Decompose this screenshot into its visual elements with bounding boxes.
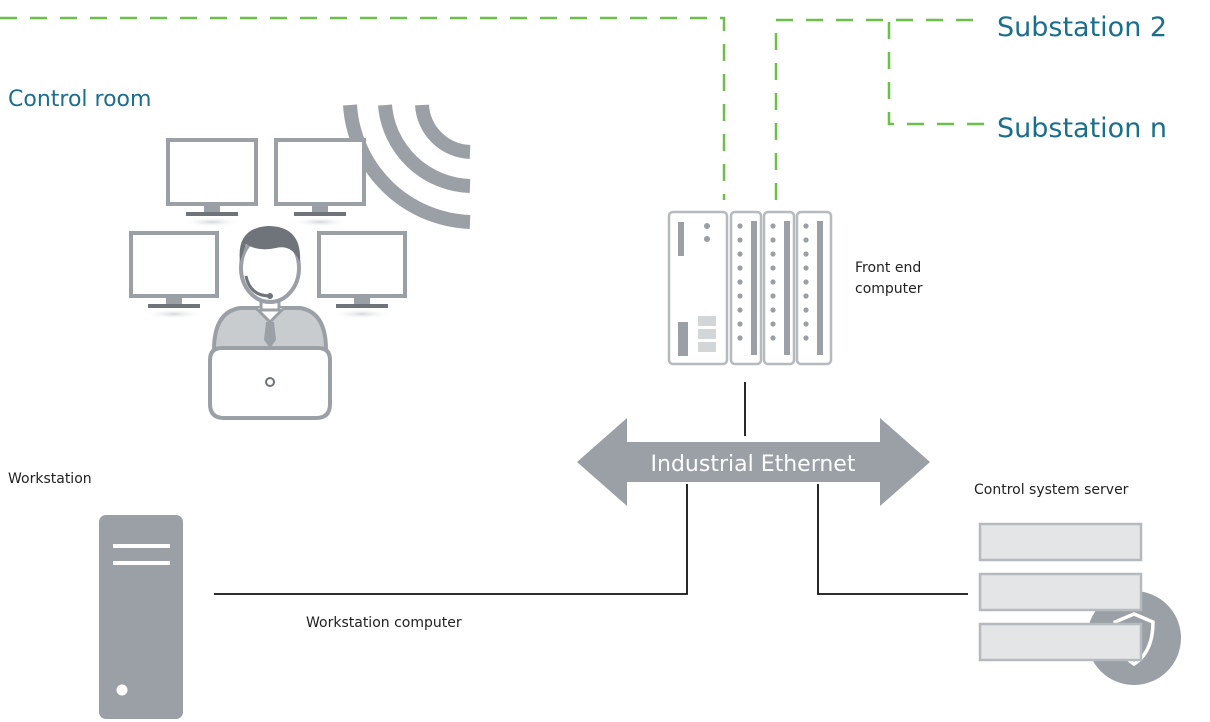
workstation-label: Workstation [8,471,92,487]
laptop-icon [208,346,332,420]
substation-n-label: Substation n [997,113,1167,144]
link-server-ethernet [817,484,968,595]
link-right [774,18,985,200]
monitor-icon [274,138,366,227]
rack-module-icon [795,210,833,366]
control-room-label: Control room [8,87,151,112]
monitor-icon [129,231,219,319]
rack-module-icon [762,210,796,366]
link-workstation-ethernet [214,484,688,595]
industrial-ethernet-label: Industrial Ethernet [651,452,856,477]
link-substation-n [887,22,985,126]
tower-pc-icon [99,515,183,719]
front-end-computer [667,210,833,366]
monitor-icon [317,231,407,319]
substation-links [0,16,985,200]
industrial-ethernet-bus [577,418,930,506]
network-connections [214,382,968,595]
operator-icon [211,226,329,352]
monitor-icon [166,138,258,227]
control-system-server-label: Control system server [974,482,1129,498]
substation-2-label: Substation 2 [997,12,1167,43]
link-left [0,16,726,200]
front-end-label-line1: Front end [855,260,921,276]
workstation-computer-label: Workstation computer [306,615,462,631]
rack-module-icon [729,210,763,366]
front-end-label-line2: computer [855,281,923,297]
rack-module-icon [667,210,729,366]
server-stack-icon [978,522,1181,685]
wireless-signal-icon [343,104,471,229]
